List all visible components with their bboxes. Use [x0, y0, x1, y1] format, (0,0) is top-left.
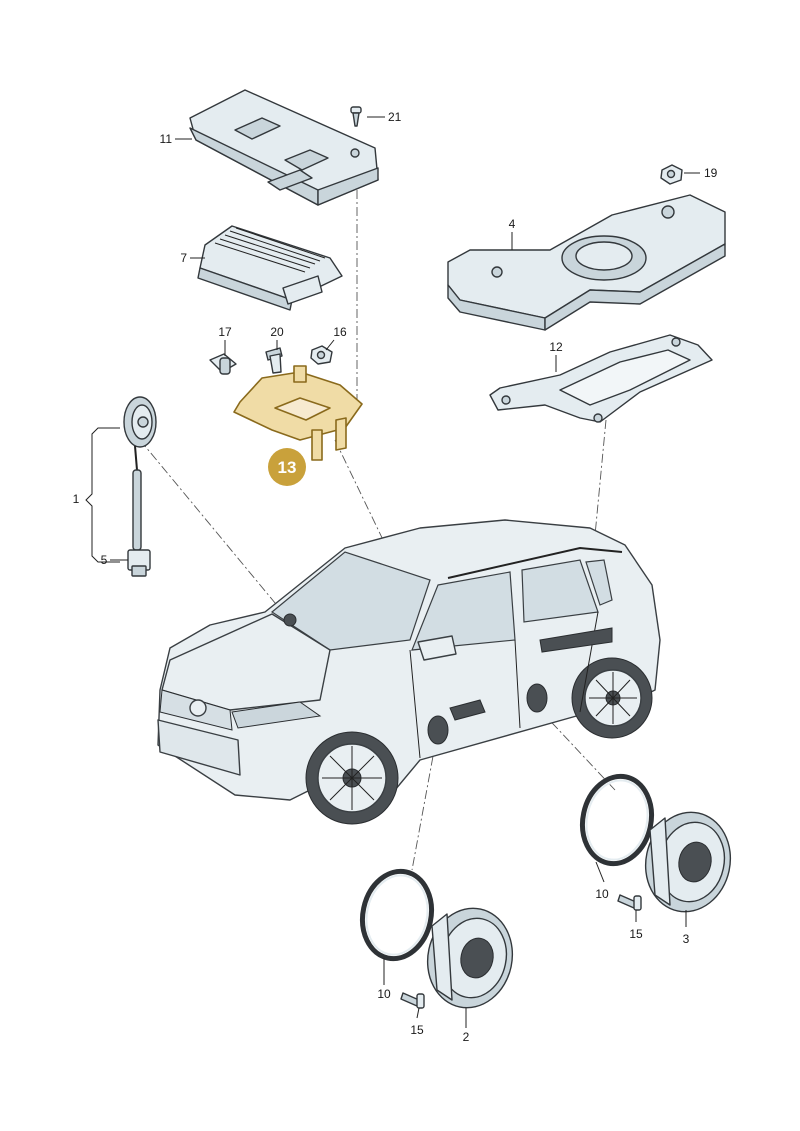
label-2: 2 [463, 1030, 470, 1044]
part-12-mounting-plate[interactable] [489, 334, 713, 423]
part-21-screw[interactable] [350, 106, 362, 127]
label-3: 3 [683, 932, 690, 946]
part-5-connector-plug[interactable] [127, 549, 151, 577]
part-13-badge[interactable]: 13 [268, 448, 306, 486]
part-number-labels: 11 21 7 19 4 12 17 20 16 1 5 10 15 3 10 … [73, 110, 718, 1044]
part-7-control-unit[interactable] [197, 225, 343, 311]
label-19: 19 [704, 166, 718, 180]
part-15-screw-rear[interactable] [617, 894, 642, 911]
part-11-roof-console[interactable] [189, 89, 379, 206]
part-19-nut[interactable] [660, 164, 683, 185]
part-1-tweeter-assembly[interactable] [123, 396, 157, 551]
label-20: 20 [270, 325, 284, 339]
part-3-rear-speaker[interactable] [637, 804, 740, 919]
label-13: 13 [278, 458, 297, 477]
part-2-front-speaker[interactable] [419, 900, 522, 1015]
part-15-screw-front[interactable] [400, 992, 425, 1009]
label-16: 16 [333, 325, 347, 339]
label-1: 1 [73, 492, 80, 506]
part-13-bracket[interactable] [233, 365, 363, 461]
part-16-nut[interactable] [310, 345, 333, 365]
label-5: 5 [101, 553, 108, 567]
label-4: 4 [509, 217, 516, 231]
label-11: 11 [160, 132, 173, 146]
vehicle-illustration [157, 519, 661, 825]
label-10-front: 10 [377, 987, 391, 1001]
leader-lines [85, 116, 700, 1028]
part-10-seal-ring-rear[interactable] [575, 770, 660, 870]
part-10-seal-ring-front[interactable] [355, 865, 440, 965]
part-20-screw[interactable] [265, 347, 283, 374]
label-15-rear: 15 [629, 927, 643, 941]
label-17: 17 [218, 325, 232, 339]
label-12: 12 [549, 340, 563, 354]
label-21: 21 [388, 110, 402, 124]
part-17-connector[interactable] [209, 353, 237, 375]
label-7: 7 [180, 251, 187, 265]
part-4-subwoofer-housing[interactable] [447, 194, 726, 331]
label-10-rear: 10 [595, 887, 609, 901]
label-15-front: 15 [410, 1023, 424, 1037]
